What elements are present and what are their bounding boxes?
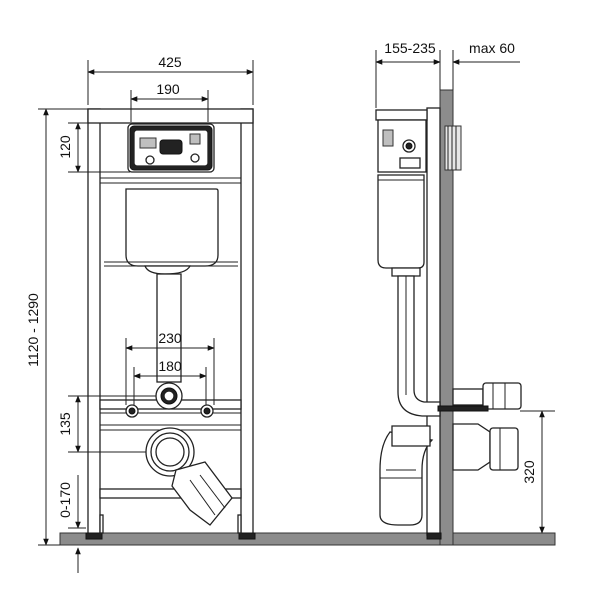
dim-front-width: 425 — [87, 54, 254, 105]
dim-fix-inner: 180 — [133, 358, 207, 405]
dim-190-label: 190 — [156, 81, 180, 97]
cistern-side — [377, 174, 425, 277]
dim-fix-outer: 230 — [125, 330, 215, 405]
dim-plate-height: 120 — [57, 122, 130, 173]
dim-120-label: 120 — [57, 135, 73, 159]
dim-max60-label: max 60 — [469, 40, 515, 56]
down-pipe-front — [155, 273, 183, 410]
dim-0-170-label: 0-170 — [57, 482, 73, 518]
fixing-bolts — [125, 404, 214, 418]
dim-side-depth: 155-235 — [375, 40, 441, 108]
side-outlet-pipe — [437, 382, 522, 412]
dim-foot-adjust: 0-170 — [57, 475, 86, 573]
side-connector — [452, 423, 519, 471]
dim-230-label: 230 — [158, 330, 182, 346]
flush-plate — [127, 123, 215, 173]
down-pipe-side — [397, 275, 441, 417]
drain-outlet-front — [145, 427, 233, 526]
dim-1120-1290-label: 1120 - 1290 — [25, 293, 41, 367]
dim-side-max: max 60 — [452, 40, 520, 90]
cistern-front — [104, 188, 238, 275]
dim-side-drain-height: 320 — [520, 410, 555, 534]
dim-425-label: 425 — [158, 54, 182, 70]
dim-drain-height: 135 — [57, 395, 156, 453]
floor-slab — [59, 532, 556, 546]
dim-180-label: 180 — [158, 358, 182, 374]
dim-135-label: 135 — [57, 412, 73, 436]
dim-155-235-label: 155-235 — [384, 40, 436, 56]
wall-bracket — [444, 125, 462, 171]
dim-plate-width: 190 — [130, 81, 209, 122]
dim-320-label: 320 — [521, 460, 537, 484]
side-drain-bend — [379, 425, 434, 526]
dim-frame-height: 1120 - 1290 — [25, 108, 88, 546]
side-top-assembly — [377, 119, 427, 173]
